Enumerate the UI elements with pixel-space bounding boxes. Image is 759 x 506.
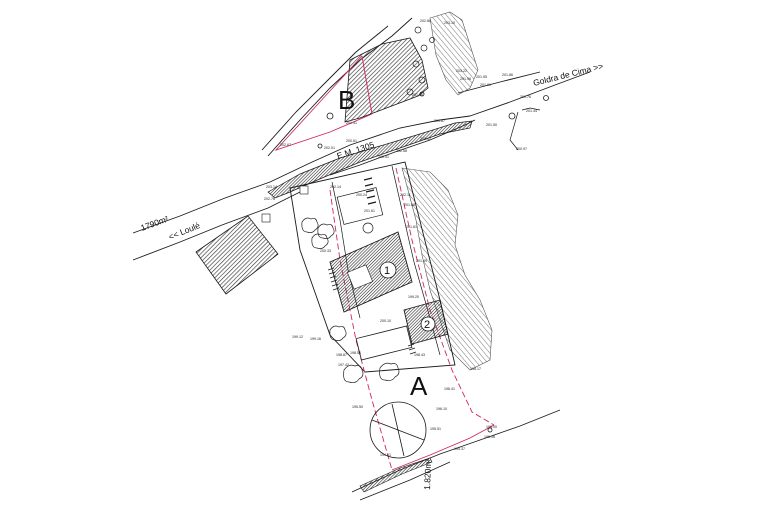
spot-height: 202.42 — [420, 137, 431, 141]
spot-height: 201.61 — [364, 209, 375, 213]
spot-height: 201.76 — [520, 95, 531, 99]
small-structure — [299, 185, 309, 195]
spot-height: 202.76 — [264, 197, 275, 201]
area-left-label: 1790m² — [139, 214, 170, 233]
road-goldra-label: Goldra de Cima >> — [532, 61, 604, 88]
spot-height: 200.33 — [320, 249, 331, 253]
spot-height: 201.88 — [404, 203, 415, 207]
parking-stripes — [363, 177, 377, 205]
spot-height: 203.10 — [444, 21, 455, 25]
spot-height: 201.50 — [486, 123, 497, 127]
spot-height: 201.41 — [346, 121, 357, 125]
building-2-label: 2 — [424, 319, 430, 331]
survey-line-2 — [509, 111, 519, 151]
building-1-label: 1 — [384, 265, 390, 277]
spot-height: 198.50 — [350, 351, 361, 355]
spot-height: 202.88 — [420, 19, 431, 23]
spot-height: 196.41 — [444, 387, 455, 391]
zone-b-boundary — [274, 55, 373, 151]
spot-height: 201.49 — [416, 259, 427, 263]
spot-height: 196.00 — [486, 425, 497, 429]
tree-cluster-top — [406, 26, 435, 96]
spot-height: 202.14 — [330, 185, 341, 189]
building-2-stairs — [407, 343, 417, 355]
spot-height: 199.16 — [310, 337, 321, 341]
hatched-block-left — [195, 215, 279, 295]
structure-upper — [336, 187, 384, 225]
survey-points — [317, 91, 549, 433]
spot-height: 195.51 — [430, 427, 441, 431]
well — [362, 222, 374, 234]
spot-height: 200.24 — [356, 193, 367, 197]
spot-height: 195.37 — [454, 447, 465, 451]
annex-structure — [355, 325, 413, 361]
zone-b-area — [344, 37, 429, 123]
spot-height: 199.12 — [292, 335, 303, 339]
spot-height: 199.20 — [408, 295, 419, 299]
spot-height: 201.86 — [502, 73, 513, 77]
spot-height: 198.87 — [336, 353, 347, 357]
spot-height: 195.50 — [352, 405, 363, 409]
spot-height: 196.10 — [436, 407, 447, 411]
building-2-marker — [420, 316, 436, 332]
zone-a-boundary — [329, 167, 495, 471]
spot-height: 202.01 — [324, 146, 335, 150]
spot-height: 201.67 — [434, 119, 445, 123]
building-1-courtyard — [346, 264, 374, 290]
spot-height: 194.51 — [380, 453, 391, 457]
building-1-marker — [379, 261, 397, 279]
spot-height: 200.61 — [346, 139, 357, 143]
small-structure-2 — [261, 213, 271, 223]
building-1 — [329, 231, 413, 313]
spot-height: 197.42 — [338, 363, 349, 367]
spot-height: 202.11 — [400, 193, 411, 197]
spot-height: 201.96 — [460, 77, 471, 81]
spot-height: 200.51 — [378, 155, 389, 159]
spot-height: 201.96 — [412, 93, 423, 97]
spot-height: 203.14 — [266, 185, 277, 189]
survey-line — [521, 107, 541, 111]
plot-outline — [289, 161, 456, 373]
spot-height: 201.91 — [480, 83, 491, 87]
spot-height: 203.22 — [456, 69, 467, 73]
zone-b-label: B — [338, 85, 355, 115]
spot-heights: 202.88 203.10 203.22 201.96 201.95 201.9… — [264, 19, 537, 457]
spot-height: 202.67 — [280, 143, 291, 147]
zone-a-label: A — [410, 371, 428, 401]
spot-height: 200.97 — [516, 147, 527, 151]
zone-b-boundary-edge — [361, 55, 373, 115]
terrain-right — [401, 167, 493, 371]
spot-height: 201.44 — [526, 109, 537, 113]
spot-height: 198.43 — [414, 353, 425, 357]
spot-height: 198.17 — [470, 367, 481, 371]
spot-height: 202.58 — [396, 149, 407, 153]
road-loule-label: << Loulé — [167, 220, 202, 242]
bottom-road-band — [359, 457, 433, 493]
spot-height: 201.61 — [406, 225, 417, 229]
circle-symbol — [369, 401, 427, 459]
zone-a-boundary-bottom — [391, 424, 495, 471]
building-1-stairs — [327, 267, 340, 291]
trees-plot — [301, 217, 400, 383]
area-bottom-label: 1.820m² — [422, 458, 433, 490]
spot-height: 196.36 — [484, 435, 495, 439]
spot-height: 200.10 — [380, 319, 391, 323]
spot-height: 201.95 — [476, 75, 487, 79]
terrain-top-right — [429, 11, 479, 96]
